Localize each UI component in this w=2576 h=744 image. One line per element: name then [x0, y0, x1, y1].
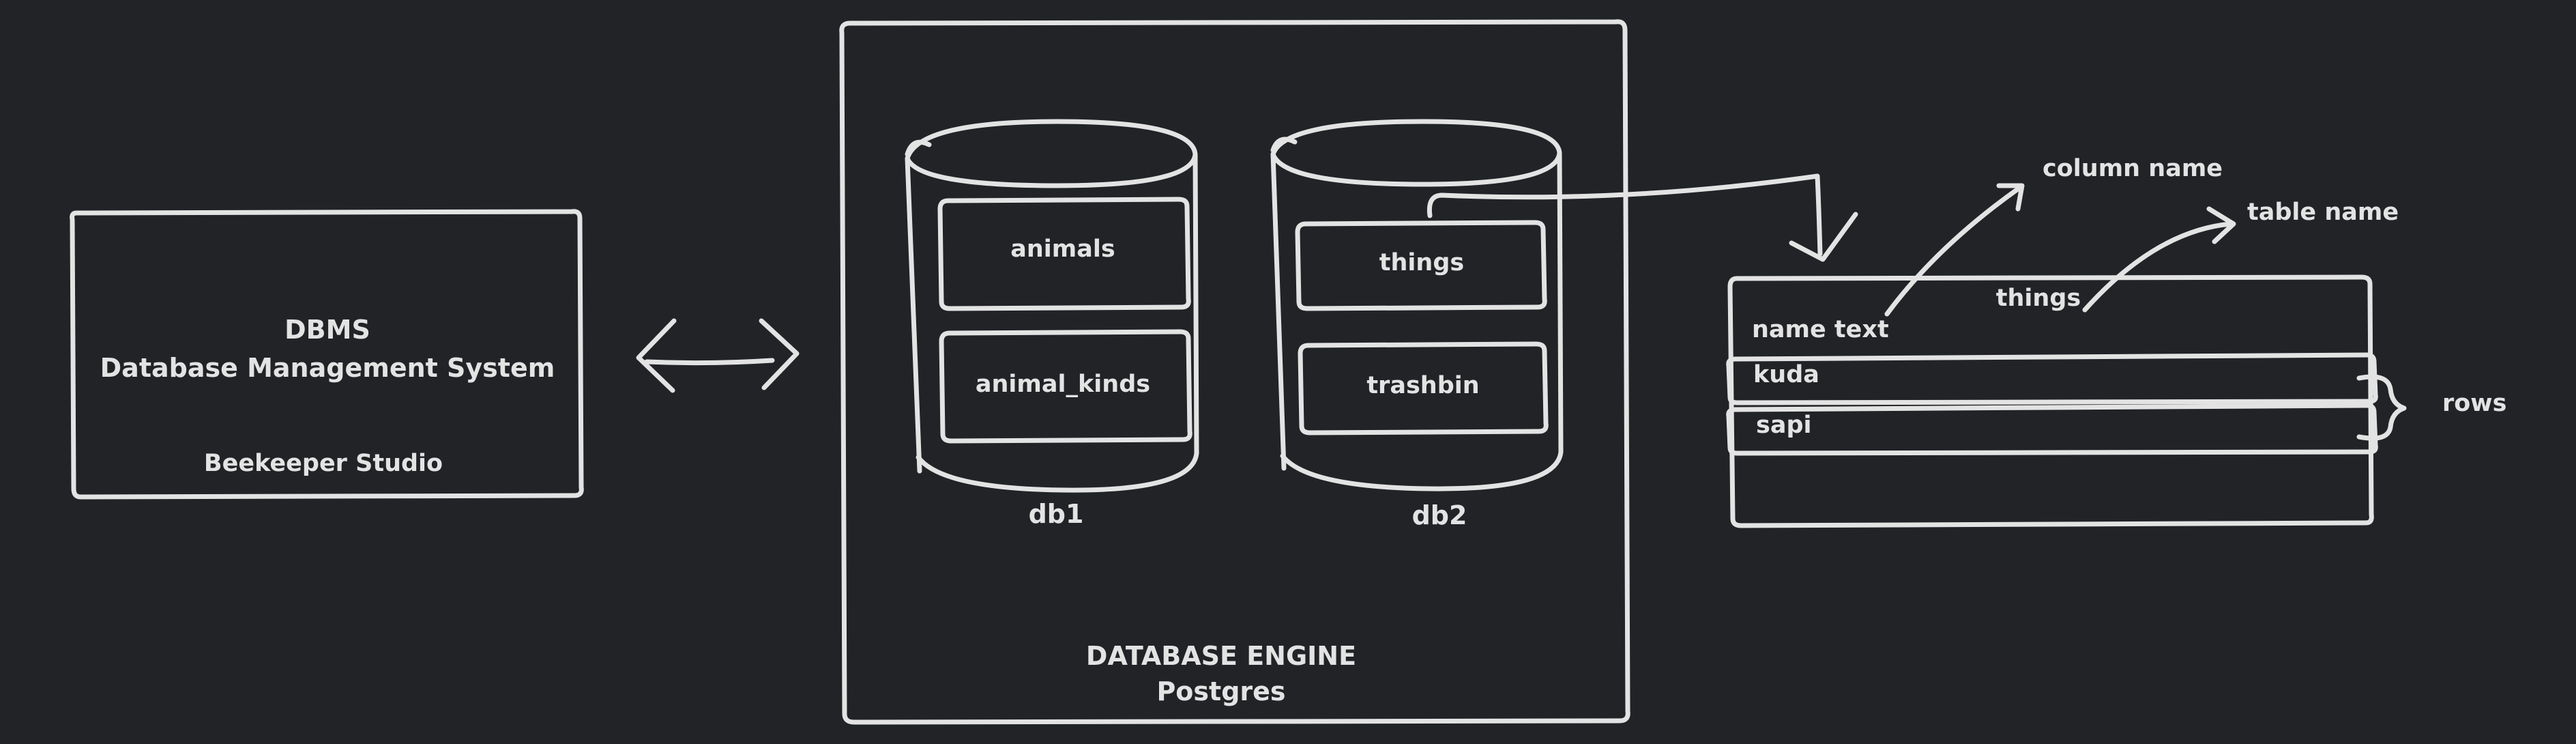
dbms-client-name: Beekeeper Studio [204, 450, 443, 477]
db1-label: db1 [1029, 499, 1084, 529]
annotation-rows-label: rows [2442, 390, 2506, 417]
table-row-value: kuda [1753, 361, 1819, 388]
database-db2: things trashbin db2 [1270, 119, 1564, 530]
database-db1: animals animal_kinds db1 [905, 119, 1199, 529]
dbms-box: DBMS Database Management System Beekeepe… [70, 209, 584, 500]
engine-title: DATABASE ENGINE [1086, 641, 1356, 671]
dbms-title: DBMS [284, 315, 370, 345]
table-row: kuda [1726, 352, 2378, 405]
db2-cylinder-icon [1270, 119, 1564, 491]
table-animal-kinds[interactable]: animal_kinds [939, 329, 1192, 444]
annotation-rows: rows [2356, 374, 2506, 441]
bidirectional-arrow-icon [636, 318, 800, 393]
db1-cylinder-icon [905, 119, 1199, 493]
table-row-value: sapi [1756, 412, 1812, 439]
annotation-column-name: column name [1884, 155, 2223, 317]
table-detail-column-header: name text [1752, 316, 1889, 343]
table-detail-name: things [1996, 285, 2081, 312]
annotation-table-name: table name [2082, 199, 2399, 313]
engine-subtitle: Postgres [1156, 676, 1285, 706]
table-animals-label: animals [1010, 235, 1115, 263]
dbms-box-outline [70, 209, 584, 500]
table-animals[interactable]: animals [937, 197, 1191, 311]
dbms-subtitle: Database Management System [100, 353, 555, 383]
annotation-column-name-label: column name [2043, 155, 2223, 182]
arrow-icon [2082, 221, 2234, 313]
arrow-icon [1884, 184, 2023, 317]
table-trashbin-label: trashbin [1366, 372, 1479, 399]
table-animal-kinds-label: animal_kinds [976, 371, 1150, 398]
table-detail-outline [1727, 274, 2374, 528]
annotation-table-name-label: table name [2247, 199, 2399, 226]
table-trashbin[interactable]: trashbin [1298, 341, 1549, 435]
brace-icon [2356, 374, 2407, 441]
table-row: sapi [1726, 403, 2378, 456]
table-detail: things name text kuda sapi [1726, 274, 2378, 528]
database-engine-box: DATABASE ENGINE Postgres [839, 19, 1630, 725]
table-things[interactable]: things [1295, 220, 1547, 311]
table-things-label: things [1379, 249, 1464, 276]
connector-arrow-icon [1426, 173, 1858, 262]
engine-box-outline [839, 19, 1630, 725]
db2-label: db2 [1412, 500, 1467, 530]
